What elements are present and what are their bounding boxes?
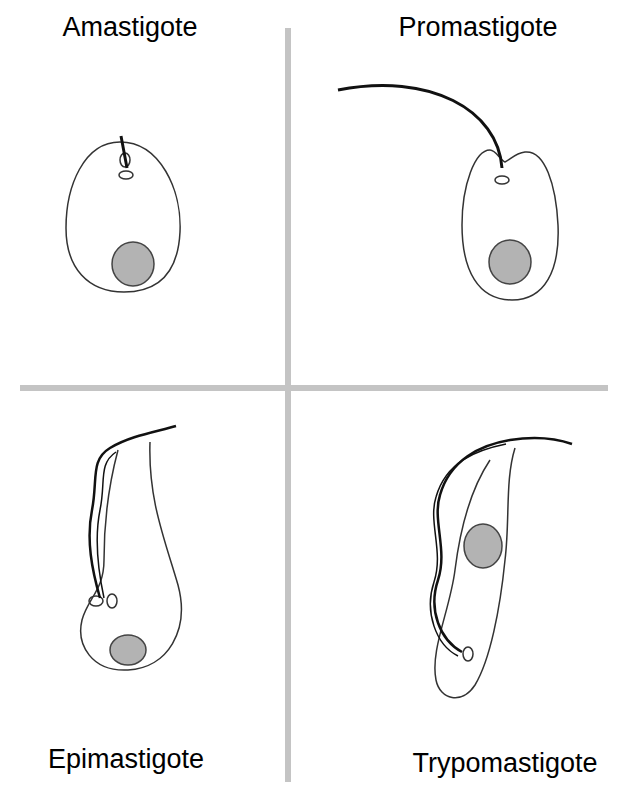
kinetoplast bbox=[463, 647, 473, 661]
divider-line bbox=[20, 385, 608, 391]
kinetoplast bbox=[119, 171, 133, 179]
stage-label: Amastigote bbox=[62, 12, 197, 43]
stage-label: Promastigote bbox=[398, 12, 557, 43]
epimastigote-cell bbox=[81, 426, 182, 670]
promastigote-cell bbox=[338, 85, 558, 300]
flagellum bbox=[121, 136, 127, 168]
trypomastigote-cell bbox=[430, 438, 572, 698]
undulating-membrane bbox=[97, 452, 116, 598]
cell-body bbox=[462, 150, 558, 300]
flagellum bbox=[90, 426, 176, 598]
nucleus bbox=[112, 242, 154, 286]
kinetoplast bbox=[107, 594, 117, 608]
stage-label: Trypomastigote bbox=[412, 748, 597, 779]
nucleus bbox=[464, 524, 502, 568]
flagellum bbox=[434, 438, 572, 652]
nucleus bbox=[489, 240, 531, 284]
undulating-membrane bbox=[430, 444, 506, 656]
cell-body bbox=[435, 448, 515, 698]
divider-line bbox=[285, 28, 291, 782]
kinetoplast bbox=[495, 176, 509, 184]
cell-body bbox=[66, 142, 180, 292]
amastigote-cell bbox=[66, 136, 180, 292]
flagellum bbox=[338, 85, 502, 168]
nucleus bbox=[110, 635, 146, 665]
stage-label: Epimastigote bbox=[48, 744, 204, 775]
